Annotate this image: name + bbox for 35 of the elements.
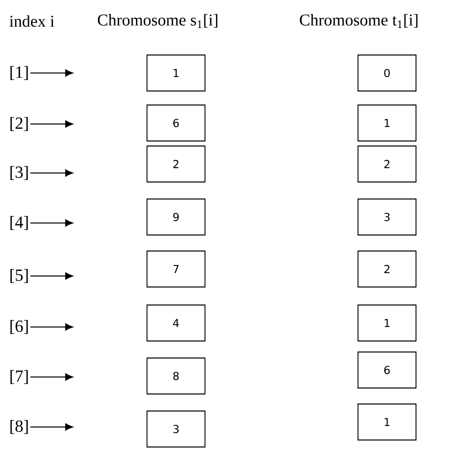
arrow (30, 423, 73, 431)
column-header: index i (10, 15, 54, 27)
arrow (30, 323, 73, 331)
value-box: 3 (146, 410, 206, 448)
index-label: [8] (10, 420, 28, 434)
value-box: 2 (358, 250, 416, 288)
index-label: [6] (10, 320, 28, 334)
value-box: 4 (146, 304, 206, 342)
value-box: 1 (358, 404, 416, 440)
index-label: [7] (10, 370, 28, 384)
value-box: 1 (358, 304, 416, 342)
index-label: [1] (10, 66, 28, 80)
value-box: 1 (146, 54, 206, 92)
value-box: 2 (146, 146, 206, 182)
arrow (30, 373, 73, 381)
value-box: 6 (358, 352, 416, 388)
index-label: [2] (10, 116, 28, 132)
value-box: 9 (146, 198, 206, 236)
arrow (30, 272, 73, 280)
arrow (30, 169, 73, 177)
index-label: [5] (10, 268, 28, 284)
arrow (30, 219, 73, 227)
value-box: 1 (358, 104, 416, 142)
index-label: [3] (10, 166, 28, 180)
value-box: 6 (146, 104, 206, 142)
value-box: 0 (358, 54, 416, 92)
value-box: 3 (358, 198, 416, 236)
value-box: 8 (146, 358, 206, 394)
value-box: 7 (146, 250, 206, 288)
value-box: 2 (358, 146, 416, 182)
column-header: Chromosome t$_{1}$[i] (300, 14, 418, 28)
column-header: Chromosome s$_{1}$[i] (98, 14, 218, 28)
arrow (30, 120, 73, 128)
arrow (30, 69, 73, 77)
index-label: [4] (10, 216, 28, 230)
